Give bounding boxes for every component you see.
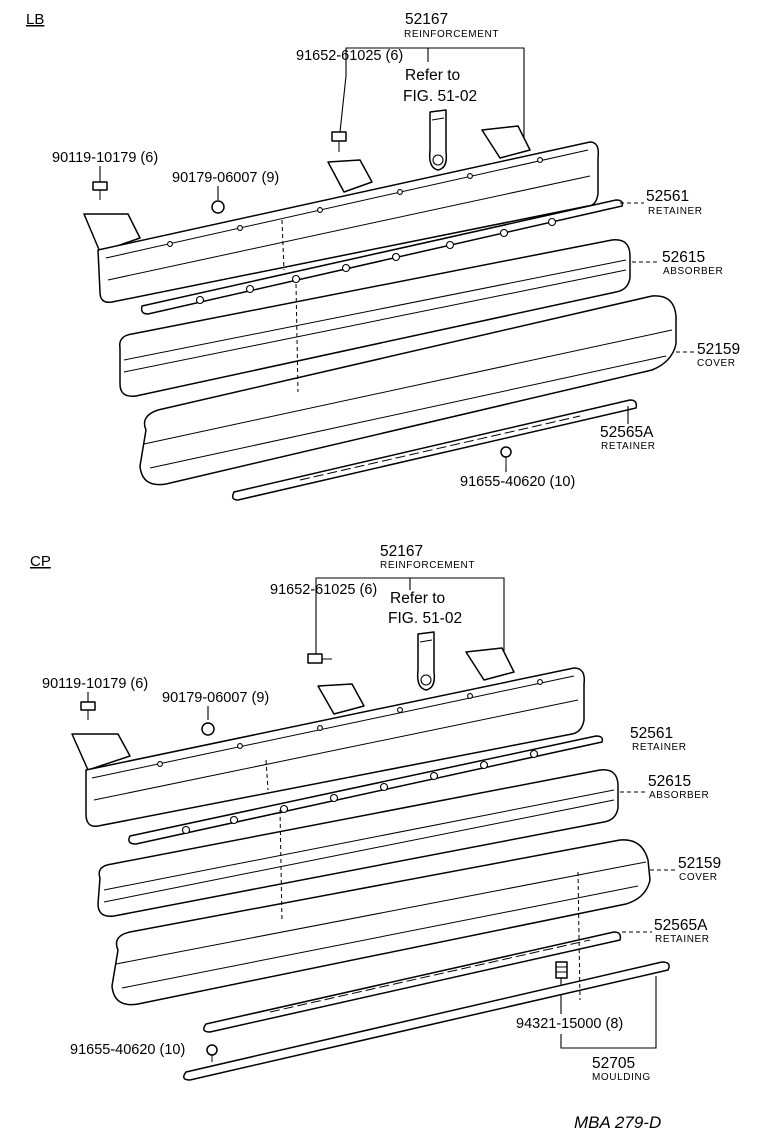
cp-absorber-part [97,769,619,917]
cp-clip-label: 94321-15000 (8) [516,1016,623,1032]
cp-hook-bracket-icon [416,631,436,691]
cp-reinforcement-part [71,647,586,827]
lb-refer-line1: Refer to [405,67,460,84]
cp-bolt-b-icon [80,701,96,720]
cp-cover-number: 52159 [678,855,721,872]
lb-bolt-b-icon [92,181,108,200]
cp-moulding-name: MOULDING [592,1072,651,1083]
cp-retainer-name: RETAINER [632,742,687,753]
lb-retainer-a-part [231,399,638,501]
cp-moulding-part [183,961,670,1081]
lb-cover-part [139,295,677,486]
lb-cover-name: COVER [697,358,736,369]
lb-reinforcement-number: 52167 [405,11,448,28]
lb-absorber-part [119,239,631,397]
lb-bolt-b-label: 90119-10179 (6) [52,150,158,166]
lb-retainer-a-number: 52565A [600,424,654,441]
cp-absorber-name: ABSORBER [649,790,709,801]
section-title-cp: CP [30,553,51,570]
cp-nut-icon [201,722,215,736]
cp-cover-part [111,839,651,1006]
cp-bolt-a-label: 91652-61025 (6) [270,582,377,598]
lb-reinforcement-leader [345,47,525,140]
lb-reinforcement-name: REINFORCEMENT [404,29,499,40]
cp-bolt-a-icon [307,653,332,664]
lb-bolt-a-icon [331,131,347,152]
lb-hook-bracket-icon [428,109,448,171]
cp-screw-label: 91655-40620 (10) [70,1042,185,1058]
lb-reinforcement-part [83,125,600,304]
cp-absorber-number: 52615 [648,773,691,790]
cp-nut-label: 90179-06007 (9) [162,690,269,706]
cp-clip-icon [555,961,568,979]
lb-screw-icon [500,446,512,466]
lb-refer-line2: FIG. 51-02 [403,88,477,105]
lb-absorber-name: ABSORBER [663,266,723,277]
cp-retainer-a-name: RETAINER [655,934,710,945]
cp-reinforcement-leader [315,577,505,668]
cp-bolt-b-label: 90119-10179 (6) [42,676,148,692]
cp-moulding-number: 52705 [592,1055,635,1072]
section-cp: CP 52167 REINFORCEMENT 91652-61025 (6) R… [30,543,721,1083]
lb-retainer-number: 52561 [646,188,689,205]
cp-retainer-a-number: 52565A [654,917,708,934]
lb-screw-label: 91655-40620 (10) [460,474,575,490]
cp-screw-icon [206,1044,218,1062]
cp-retainer-a-part [203,931,622,1033]
cp-refer-line2: FIG. 51-02 [388,610,462,627]
figure-code: MBA 279-D [574,1113,661,1132]
cp-refer-line1: Refer to [390,590,445,607]
cp-reinforcement-number: 52167 [380,543,423,560]
section-lb: LB 52167 REINFORCEMENT 91652-61025 (6) R… [26,11,740,501]
lb-cover-number: 52159 [697,341,740,358]
lb-retainer-name: RETAINER [648,206,703,217]
lb-nut-label: 90179-06007 (9) [172,170,279,186]
lb-bolt-a-label: 91652-61025 (6) [296,48,403,64]
cp-moulding-leader [560,976,657,1049]
lb-absorber-number: 52615 [662,249,705,266]
lb-nut-icon [211,200,225,214]
lb-retainer-a-name: RETAINER [601,441,656,452]
cp-retainer-part [128,735,604,845]
section-title-lb: LB [26,11,44,28]
cp-reinforcement-name: REINFORCEMENT [380,560,475,571]
cp-cover-name: COVER [679,872,718,883]
cp-retainer-number: 52561 [630,725,673,742]
lb-retainer-part [140,199,624,315]
